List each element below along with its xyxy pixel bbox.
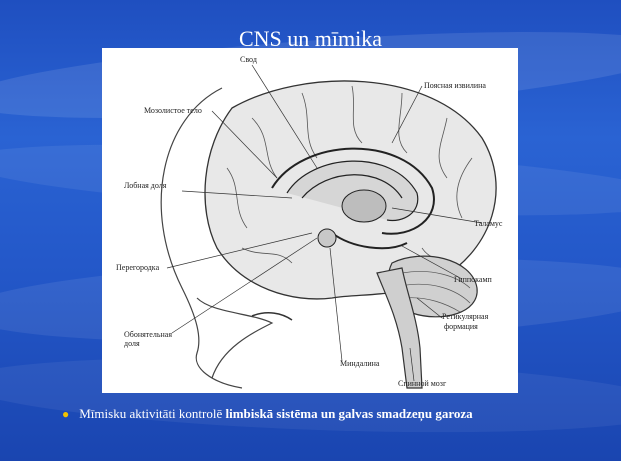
label-talamus: Таламус xyxy=(474,219,503,228)
bullet-point: ● Mīmisku aktivitāti kontrolē limbiskā si… xyxy=(62,406,473,422)
label-lobnaya: Лобная доля xyxy=(124,181,167,190)
label-retikulyarnaya: Ретикулярная xyxy=(442,312,489,321)
brain-illustration: Свод Поясная извилина Мозолистое тело Ло… xyxy=(102,48,518,393)
slide-title: CNS un mīmika xyxy=(0,26,621,52)
label-spinnoy: Спинной мозг xyxy=(398,379,447,388)
label-poyasnaya: Поясная извилина xyxy=(424,81,486,90)
label-mozolistoe: Мозолистое тело xyxy=(144,106,202,115)
label-peregorodka: Перегородка xyxy=(116,263,160,272)
label-obonyatelnaya: Обонятельная xyxy=(124,330,172,339)
label-obonyatelnaya-2: доля xyxy=(124,339,140,348)
bullet-bold-text: limbiskā sistēma un galvas smadzeņu garo… xyxy=(226,406,473,421)
label-mindalina: Миндалина xyxy=(340,359,380,368)
bullet-dot-icon: ● xyxy=(62,407,69,421)
label-gippokamp: Гиппокамп xyxy=(454,275,493,284)
label-retikulyarnaya-2: формация xyxy=(444,322,478,331)
bullet-text: Mīmisku aktivitāti kontrolē xyxy=(79,406,225,421)
label-svod: Свод xyxy=(240,55,257,64)
brain-drawing: Свод Поясная извилина Мозолистое тело Ло… xyxy=(102,48,518,393)
